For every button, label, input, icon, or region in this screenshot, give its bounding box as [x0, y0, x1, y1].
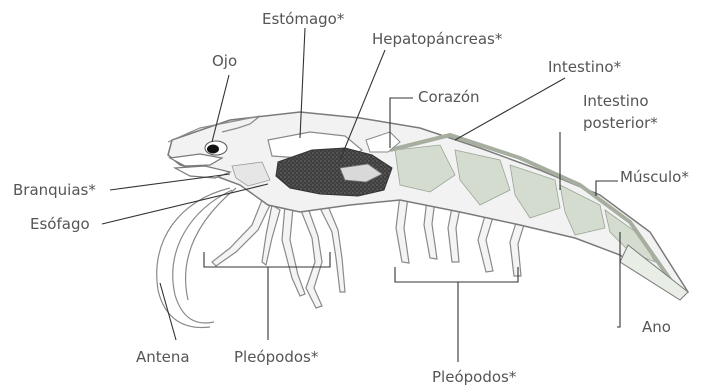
label-branquias: Branquias* — [13, 181, 96, 199]
label-hepatopancreas: Hepatopáncreas* — [372, 30, 502, 48]
label-ojo: Ojo — [212, 52, 237, 70]
label-musculo: Músculo* — [620, 168, 689, 186]
label-pleopodos-rear: Pleópodos* — [432, 368, 516, 386]
label-pleopodos-front: Pleópodos* — [234, 348, 318, 366]
walking-legs — [212, 200, 345, 308]
label-ano: Ano — [642, 318, 671, 336]
eye-pupil — [207, 145, 219, 154]
label-intestino: Intestino* — [548, 58, 621, 76]
label-antena: Antena — [136, 348, 190, 366]
label-corazon: Corazón — [418, 88, 480, 106]
label-estomago: Estómago* — [262, 10, 344, 28]
label-intestino-posterior-line2: posterior* — [583, 114, 658, 132]
label-esofago: Esófago — [30, 215, 90, 233]
label-intestino-posterior-line1: Intestino — [583, 92, 649, 110]
